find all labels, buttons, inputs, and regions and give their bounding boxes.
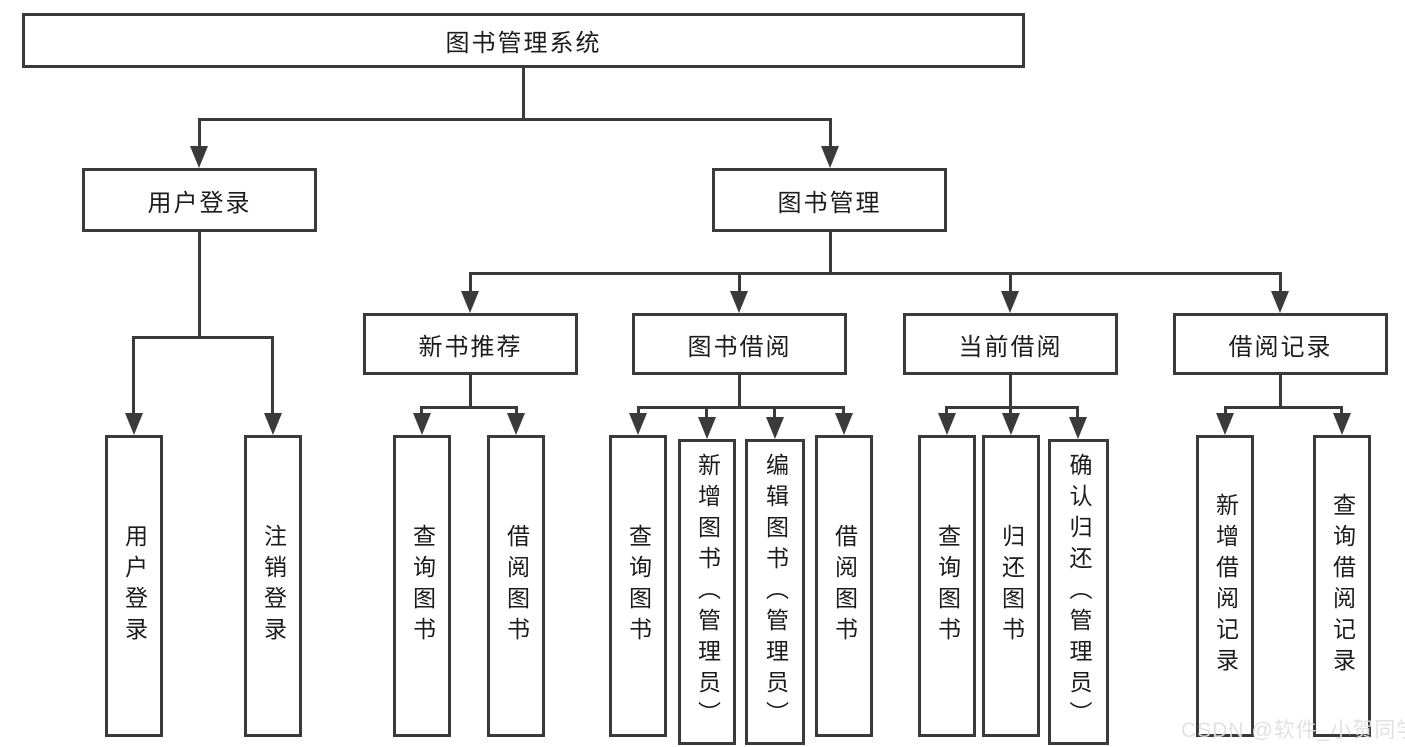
- leaf-confirm-return-admin: 确认归还（管理员）: [1048, 439, 1109, 745]
- leaf-borrow-books-borrowing: 借阅图书: [815, 435, 873, 737]
- connector-line: [705, 406, 708, 418]
- arrowhead-icon: [1069, 417, 1087, 439]
- arrowhead-icon: [461, 291, 479, 313]
- connector-line: [1076, 406, 1079, 418]
- arrowhead-icon: [766, 417, 784, 439]
- leaf-return-book-label: 归还图书: [998, 524, 1025, 648]
- node-book-borrowing: 图书借阅: [632, 313, 847, 375]
- connector-line: [469, 375, 472, 406]
- connector-line: [1279, 272, 1282, 292]
- connector-line: [271, 336, 274, 416]
- connector-line: [420, 406, 423, 416]
- arrowhead-icon: [264, 413, 282, 435]
- leaf-add-book-admin-label: 新增图书（管理员）: [694, 452, 721, 732]
- connector-line: [1009, 375, 1012, 406]
- arrowhead-icon: [821, 146, 839, 168]
- node-borrowing-records: 借阅记录: [1173, 313, 1388, 375]
- node-library-management-system: 图书管理系统: [22, 13, 1025, 68]
- connector-line: [132, 336, 135, 416]
- connector-line: [1009, 272, 1012, 292]
- connector-line: [132, 336, 274, 339]
- connector-line: [829, 118, 832, 150]
- leaf-user-login: 用户登录: [105, 435, 163, 737]
- connector-line: [1224, 406, 1227, 416]
- leaf-logout: 注销登录: [244, 435, 302, 737]
- leaf-edit-book-admin-label: 编辑图书（管理员）: [762, 452, 789, 732]
- leaf-query-books-borrowing-label: 查询图书: [625, 524, 652, 648]
- connector-line: [1224, 406, 1343, 409]
- arrowhead-icon: [1216, 413, 1234, 435]
- leaf-query-borrow-record-label: 查询借阅记录: [1329, 493, 1356, 679]
- connector-line: [469, 272, 1282, 275]
- arrowhead-icon: [125, 413, 143, 435]
- leaf-query-books-recommend-label: 查询图书: [409, 524, 436, 648]
- node-user-login: 用户登录: [82, 168, 317, 232]
- connector-line: [420, 406, 518, 409]
- arrowhead-icon: [629, 413, 647, 435]
- leaf-add-borrow-record: 新增借阅记录: [1196, 435, 1254, 737]
- arrowhead-icon: [1001, 291, 1019, 313]
- leaf-edit-book-admin: 编辑图书（管理员）: [745, 439, 805, 745]
- leaf-user-login-label: 用户登录: [121, 524, 148, 648]
- arrowhead-icon: [507, 413, 525, 435]
- leaf-borrow-books-recommend-label: 借阅图书: [503, 524, 530, 648]
- arrowhead-icon: [413, 413, 431, 435]
- connector-line: [637, 406, 845, 409]
- connector-line: [637, 406, 640, 416]
- connector-line: [198, 118, 201, 150]
- arrowhead-icon: [698, 417, 716, 439]
- leaf-query-borrow-record: 查询借阅记录: [1313, 435, 1371, 737]
- connector-line: [945, 406, 1079, 409]
- arrowhead-icon: [1271, 291, 1289, 313]
- connector-line: [738, 375, 741, 406]
- connector-line: [515, 406, 518, 416]
- connector-line: [198, 232, 201, 336]
- connector-line: [469, 272, 472, 292]
- arrowhead-icon: [938, 413, 956, 435]
- leaf-query-books-current-label: 查询图书: [934, 524, 961, 648]
- connector-line: [829, 232, 832, 272]
- arrowhead-icon: [835, 413, 853, 435]
- node-book-management: 图书管理: [712, 168, 947, 232]
- leaf-return-book: 归还图书: [982, 435, 1040, 737]
- leaf-confirm-return-admin-label: 确认归还（管理员）: [1066, 452, 1092, 732]
- connector-line: [945, 406, 948, 416]
- arrowhead-icon: [1333, 413, 1351, 435]
- connector-line: [1009, 406, 1012, 416]
- csdn-watermark: CSDN @软件_小贺同学: [1181, 719, 1405, 742]
- arrowhead-icon: [730, 291, 748, 313]
- leaf-query-books-recommend: 查询图书: [393, 435, 451, 737]
- leaf-query-books-borrowing: 查询图书: [609, 435, 667, 737]
- leaf-borrow-books-recommend: 借阅图书: [487, 435, 545, 737]
- leaf-add-borrow-record-label: 新增借阅记录: [1212, 493, 1239, 679]
- connector-line: [1340, 406, 1343, 416]
- leaf-query-books-current: 查询图书: [918, 435, 976, 737]
- connector-line: [1279, 375, 1282, 406]
- arrowhead-icon: [190, 146, 208, 168]
- leaf-logout-label: 注销登录: [260, 524, 287, 648]
- leaf-add-book-admin: 新增图书（管理员）: [678, 439, 736, 745]
- connector-line: [522, 68, 525, 118]
- node-new-book-recommend: 新书推荐: [363, 313, 578, 375]
- leaf-borrow-books-borrowing-label: 借阅图书: [831, 524, 858, 648]
- node-current-borrowing: 当前借阅: [903, 313, 1118, 375]
- connector-line: [842, 406, 845, 416]
- arrowhead-icon: [1002, 413, 1020, 435]
- connector-line: [198, 118, 832, 121]
- connector-line: [738, 272, 741, 292]
- connector-line: [773, 406, 776, 418]
